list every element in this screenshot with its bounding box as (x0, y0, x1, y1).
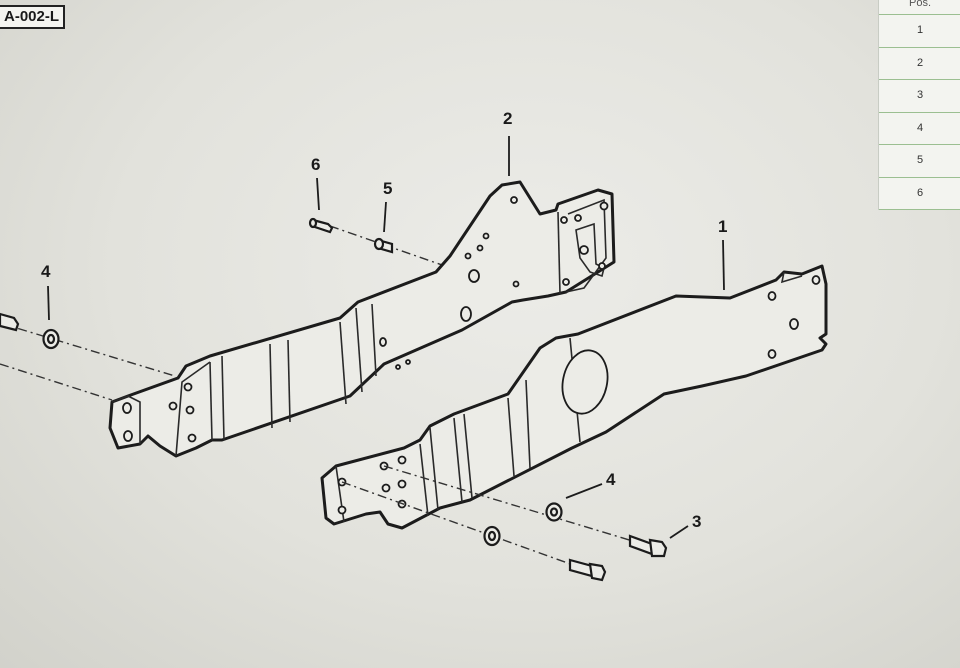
position-table: Pos. 1 2 3 4 5 6 (878, 0, 960, 210)
position-row[interactable]: 6 (879, 178, 960, 210)
part-2-frame-rail-upper (108, 180, 616, 458)
bolt-lower (568, 558, 607, 582)
leader-5 (383, 201, 387, 233)
position-row[interactable]: 3 (879, 80, 960, 113)
centerline-bolt-upper-right (383, 465, 637, 543)
part-3-bolt-upper (628, 534, 668, 558)
pin-left-edge (0, 312, 20, 332)
centerline-upper-left (0, 322, 176, 377)
callout-5: 5 (383, 179, 392, 198)
drawing-id-label: A-002-L (0, 5, 66, 29)
centerline-lower-left (0, 363, 113, 401)
callout-1: 1 (718, 217, 727, 236)
part-4-washer-left (42, 328, 60, 350)
position-row[interactable]: 4 (879, 113, 960, 145)
washer-lower (483, 525, 501, 547)
part-1-frame-rail-lower (320, 264, 828, 530)
leader-1 (722, 239, 725, 291)
position-row[interactable]: 5 (879, 145, 960, 178)
callout-4-left: 4 (41, 262, 51, 281)
part-6-bolt (308, 217, 334, 234)
callout-6: 6 (311, 155, 320, 174)
callout-2: 2 (503, 109, 512, 128)
leader-3 (669, 525, 689, 539)
leader-4-right (565, 483, 603, 499)
position-row[interactable]: 1 (879, 15, 960, 48)
part-5-sleeve (373, 237, 394, 254)
centerline-bolt-lower-right (341, 481, 577, 567)
leader-4-left (47, 285, 50, 321)
part-4-washer-right (545, 502, 563, 522)
position-row[interactable]: 2 (879, 48, 960, 80)
callout-3: 3 (692, 512, 701, 531)
position-table-header: Pos. (879, 0, 960, 15)
leader-6 (316, 177, 320, 211)
callout-4-right: 4 (606, 470, 616, 489)
